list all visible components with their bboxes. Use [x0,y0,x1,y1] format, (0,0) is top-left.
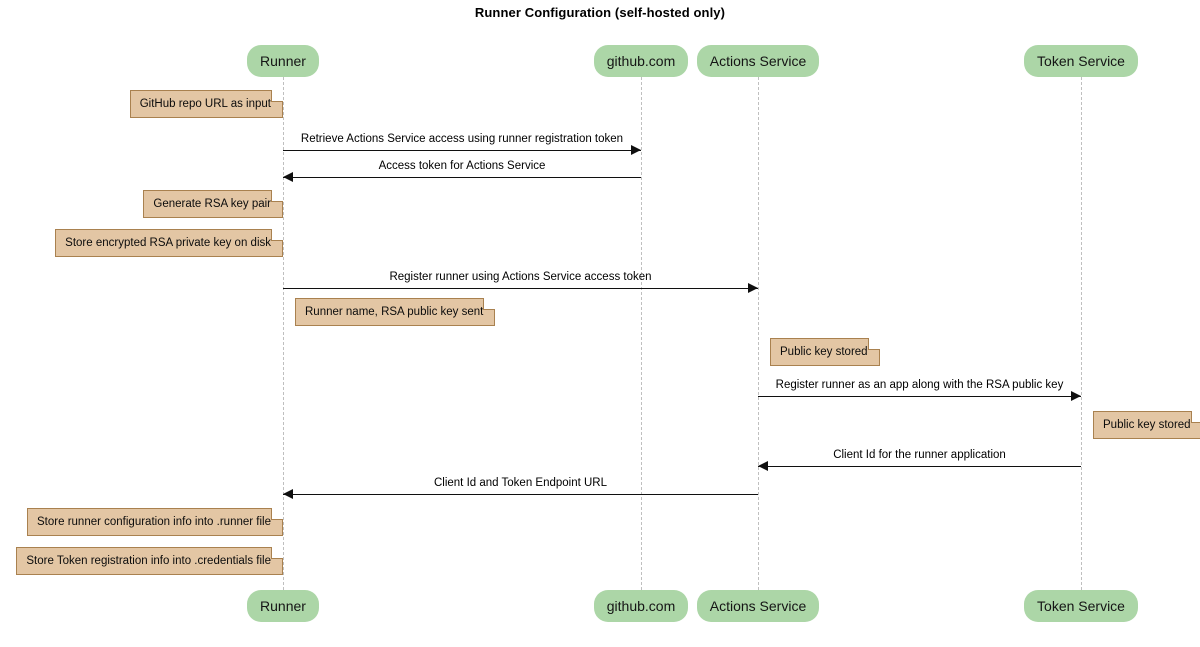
note: Runner name, RSA public key sent [295,298,496,326]
page-title: Runner Configuration (self-hosted only) [474,5,726,20]
participant-github-bottom[interactable]: github.com [593,590,689,622]
message-label: Client Id and Token Endpoint URL [433,477,608,489]
arrowhead-right [631,145,641,155]
message-label: Access token for Actions Service [378,160,546,172]
participant-actions-top[interactable]: Actions Service [696,45,820,77]
note-fold-corner-icon [271,508,283,520]
note-fold-corner-icon [483,298,496,310]
lifeline-actions [758,77,759,590]
note: Public key stored [1093,411,1200,439]
note-fold-corner-icon [271,229,283,241]
participant-runner-top[interactable]: Runner [247,45,319,77]
arrowhead-left [758,461,768,471]
participant-runner-bottom[interactable]: Runner [247,590,319,622]
note-fold-corner-icon [867,338,880,350]
note: Generate RSA key pair [143,190,283,218]
message-label: Register runner as an app along with the… [775,379,1064,391]
arrowhead-left [283,489,293,499]
note: Store runner configuration info into .ru… [27,508,283,536]
arrowhead-right [748,283,758,293]
lifeline-github [641,77,642,590]
arrowhead-left [283,172,293,182]
note: Store encrypted RSA private key on disk [55,229,283,257]
note-fold-corner-icon [271,90,283,102]
message-line [283,288,758,289]
message-line [758,396,1081,397]
message-line [758,466,1081,467]
note-fold-corner-icon [271,190,283,202]
arrowhead-right [1071,391,1081,401]
note: Store Token registration info into .cred… [16,547,283,575]
message-line [283,494,758,495]
note: GitHub repo URL as input [129,90,283,118]
note: Public key stored [770,338,880,366]
lifeline-token [1081,77,1082,590]
note-fold-corner-icon [271,547,283,559]
note-fold-corner-icon [1190,411,1200,423]
lifeline-runner [283,77,284,590]
message-label: Client Id for the runner application [833,449,1006,461]
participant-token-bottom[interactable]: Token Service [1024,590,1138,622]
message-line [283,177,641,178]
participant-token-top[interactable]: Token Service [1024,45,1138,77]
message-label: Retrieve Actions Service access using ru… [300,133,624,145]
message-line [283,150,641,151]
participant-github-top[interactable]: github.com [593,45,689,77]
participant-actions-bottom[interactable]: Actions Service [696,590,820,622]
message-label: Register runner using Actions Service ac… [389,271,652,283]
